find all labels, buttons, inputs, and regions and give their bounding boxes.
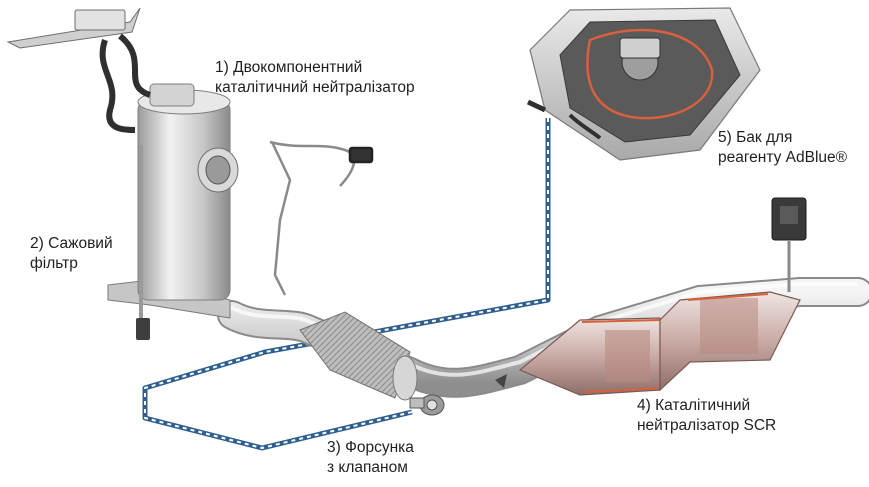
label-injector-valve: 3) Форсунка з клапаном <box>327 438 414 478</box>
label-4-line-2: нейтралізатор SCR <box>637 417 777 434</box>
label-3-line-1: 3) Форсунка <box>327 439 414 456</box>
label-3-line-2: з клапаном <box>327 459 408 476</box>
label-5-line-1: 5) Бак для <box>718 129 793 146</box>
label-soot-filter: 2) Сажовий фільтр <box>30 234 113 274</box>
flex-pipe <box>299 311 418 401</box>
adblue-supply-line <box>142 118 551 451</box>
label-2-line-2: фільтр <box>30 255 78 272</box>
label-two-component-catalytic-converter: 1) Двокомпонентний каталітичний нейтралі… <box>215 58 415 98</box>
injector-valve <box>409 374 507 416</box>
label-1-line-2: каталітичний нейтралізатор <box>215 79 415 96</box>
label-4-line-1: 4) Каталітичний <box>637 397 751 414</box>
scr-catalytic-converter <box>518 291 801 396</box>
label-2-line-1: 2) Сажовий <box>30 235 113 252</box>
adblue-tank <box>526 7 761 161</box>
pressure-sensor <box>6 7 152 133</box>
label-5-line-2: реагенту AdBlue® <box>718 149 848 166</box>
label-scr-catalytic-converter: 4) Каталітичний нейтралізатор SCR <box>637 396 776 436</box>
label-adblue-tank: 5) Бак для реагенту AdBlue® <box>718 128 847 168</box>
soot-filter-assembly <box>107 83 239 340</box>
label-1-line-1: 1) Двокомпонентний <box>215 59 363 76</box>
nox-sensor <box>771 197 807 292</box>
temperature-sensors <box>269 140 374 296</box>
